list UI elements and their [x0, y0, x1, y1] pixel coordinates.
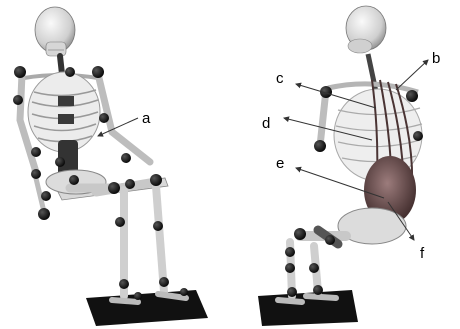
- marker: [413, 131, 423, 141]
- label-c: c: [276, 70, 284, 87]
- label-b: b: [432, 50, 440, 67]
- marker: [159, 277, 169, 287]
- label-e: e: [276, 155, 284, 172]
- marker: [150, 174, 162, 186]
- marker: [285, 247, 295, 257]
- marker: [92, 66, 104, 78]
- marker: [65, 67, 75, 77]
- marker: [69, 175, 79, 185]
- marker: [287, 287, 297, 297]
- back-skull: [346, 6, 386, 53]
- marker: [294, 228, 306, 240]
- marker: [119, 279, 129, 289]
- marker: [41, 191, 51, 201]
- marker: [314, 140, 326, 152]
- marker: [406, 90, 418, 102]
- marker: [153, 221, 163, 231]
- marker: [325, 235, 335, 245]
- front-foot-platform: [86, 290, 208, 326]
- front-skeleton-model: [13, 7, 208, 326]
- label-a: a: [142, 110, 151, 127]
- marker: [108, 182, 120, 194]
- label-f: f: [420, 245, 425, 262]
- marker: [313, 285, 323, 295]
- marker: [55, 157, 65, 167]
- marker: [115, 217, 125, 227]
- marker: [99, 113, 109, 123]
- marker: [31, 147, 41, 157]
- marker: [134, 292, 142, 300]
- marker: [180, 288, 188, 296]
- label-d: d: [262, 115, 270, 132]
- back-upper-arm: [320, 90, 326, 146]
- arrow-b: [396, 60, 428, 90]
- marker: [309, 263, 319, 273]
- front-neck: [60, 56, 62, 74]
- marker: [285, 263, 295, 273]
- marker: [14, 66, 26, 78]
- front-left-shin: [156, 186, 164, 292]
- marker: [121, 153, 131, 163]
- marker: [38, 208, 50, 220]
- marker: [31, 169, 41, 179]
- marker: [125, 179, 135, 189]
- front-skull: [35, 7, 75, 56]
- marker: [13, 95, 23, 105]
